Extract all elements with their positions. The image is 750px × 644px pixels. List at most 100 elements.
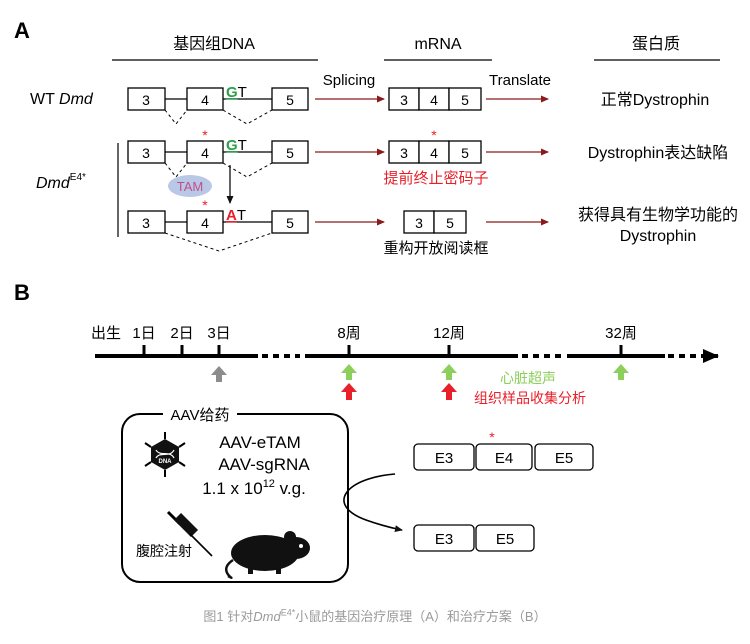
wt-mrna-4-label: 4 [430, 92, 438, 108]
mut-splice-dash-left [164, 162, 188, 178]
mut-exon-4-star: * [202, 127, 208, 143]
row-wt-gene: Dmd [59, 91, 94, 108]
mut-splice-t: T [238, 137, 247, 154]
aav-dose-suffix: v.g. [275, 479, 306, 498]
outcome-bottom-e5-label: E5 [496, 531, 514, 548]
edit-mrna-5-label: 5 [446, 215, 454, 231]
mut-mrna-4-star: * [431, 127, 437, 143]
row-mutant-label: DmdE4* [36, 172, 86, 192]
mut-exon-4-label: 4 [201, 145, 209, 161]
wt-exon-5-label: 5 [286, 92, 294, 108]
mut-mrna-5 [448, 140, 482, 164]
wt-mrna-3-label: 3 [400, 92, 408, 108]
edit-exon-4-star: * [202, 197, 208, 213]
timeline-day2: 2日 [170, 325, 193, 342]
outcome-top-e3-label: E3 [435, 450, 453, 467]
syringe-icon [166, 510, 213, 557]
wt-exon-3 [127, 87, 166, 111]
mut-splice-g: G [226, 137, 238, 154]
legend-sample: 组织样品收集分析 [474, 390, 586, 406]
virus-dna-label: DNA [159, 459, 173, 465]
edit-exon-4 [186, 210, 224, 234]
row-mutant-sup: E4* [70, 172, 86, 183]
wt-exon-4-label: 4 [201, 92, 209, 108]
outcome-top-e5 [534, 443, 594, 471]
aav-line-etam: AAV-eTAM [219, 433, 301, 452]
aav-title-bg [163, 404, 237, 424]
outcome-bottom-e5 [475, 524, 535, 552]
mut-exon-5 [271, 140, 309, 164]
injection-label: 腹腔注射 [136, 543, 192, 559]
wt-exon-4 [186, 87, 224, 111]
outcome-top-e4-label: E4 [495, 450, 513, 467]
echo-arrow-week8-icon [341, 364, 357, 380]
timeline-week8: 8周 [337, 325, 360, 342]
mut-exon-5-label: 5 [286, 145, 294, 161]
wt-exon-5 [271, 87, 309, 111]
aav-dose-prefix: 1.1 x 10 [202, 479, 263, 498]
stop-codon-label: 提前终止密码子 [383, 170, 488, 187]
edit-splice-site: AT [226, 207, 246, 224]
outcome-bottom-e3 [413, 524, 475, 552]
aav-virus-icon: DNA [144, 432, 186, 477]
header-protein: 蛋白质 [632, 35, 680, 53]
echo-arrow-week12-icon [441, 364, 457, 380]
aav-title: AAV给药 [171, 407, 230, 424]
edit-exon-4-label: 4 [201, 215, 209, 231]
caption-pre: 图1 针对 [203, 609, 254, 624]
mut-mrna-4-label: 4 [430, 145, 438, 161]
figure-caption: 图1 针对DmdE4*小鼠的基因治疗原理（A）和治疗方案（B） [0, 606, 750, 625]
translate-label: Translate [489, 72, 551, 89]
row-mutant-gene: Dmd [36, 175, 71, 192]
outcome-curve-arrow [343, 473, 403, 533]
caption-italic: Dmd [253, 609, 281, 624]
sample-arrow-week8-icon [341, 383, 357, 400]
mut-exon-3 [127, 140, 166, 164]
reframe-label: 重构开放阅读框 [383, 240, 488, 257]
mut-mrna-3-label: 3 [400, 145, 408, 161]
outcome-top-e4 [475, 443, 533, 471]
wt-splice-site: GT [226, 84, 247, 101]
caption-post: 小鼠的基因治疗原理（A）和治疗方案（B） [295, 609, 547, 624]
timeline-week12: 12周 [433, 325, 465, 342]
caption-sup: E4* [280, 607, 296, 618]
edit-exon-5 [271, 210, 309, 234]
aav-dose: 1.1 x 1012 v.g. [202, 478, 306, 498]
mut-exon-3-label: 3 [142, 145, 150, 161]
outcome-normal: 正常Dystrophin [601, 91, 709, 109]
legend-echo: 心脏超声 [500, 370, 556, 386]
outcome-top-e4-star: * [489, 429, 495, 445]
edit-mrna-3-label: 3 [415, 215, 423, 231]
tam-ellipse [168, 175, 212, 197]
wt-splice-dash-left [164, 109, 188, 125]
sample-arrow-week12-icon [441, 383, 457, 400]
aav-dose-arrow-icon [211, 366, 227, 382]
wt-splice-g: G [226, 84, 238, 101]
edit-exon-3 [127, 210, 166, 234]
panel-b-label: B [14, 280, 30, 305]
outcome-functional-line2: Dystrophin [620, 228, 696, 245]
echo-arrow-week32-icon [613, 364, 629, 380]
outcome-top-e5-label: E5 [555, 450, 573, 467]
edit-splice-t: T [237, 207, 246, 224]
aav-dose-exp: 12 [263, 478, 275, 490]
mut-splice-site: GT [226, 137, 247, 154]
wt-mrna-5 [448, 87, 482, 111]
outcome-top-e3 [413, 443, 475, 471]
outcome-bottom-e3-label: E3 [435, 531, 453, 548]
splicing-label: Splicing [323, 72, 376, 89]
timeline-week32: 32周 [605, 325, 637, 342]
panel-a-label: A [14, 18, 30, 43]
wt-splice-dash-right [222, 109, 273, 125]
header-mrna: mRNA [414, 36, 461, 53]
mut-exon-4 [186, 140, 224, 164]
aav-line-sgrna: AAV-sgRNA [218, 455, 310, 474]
timeline-birth: 出生 [91, 325, 121, 342]
row-wt-text: WT [30, 91, 55, 108]
wt-splice-t: T [238, 84, 247, 101]
edit-skip-dash [164, 232, 273, 252]
edit-exon-3-label: 3 [142, 215, 150, 231]
tam-label: TAM [177, 179, 203, 194]
mouse-icon [225, 531, 310, 579]
